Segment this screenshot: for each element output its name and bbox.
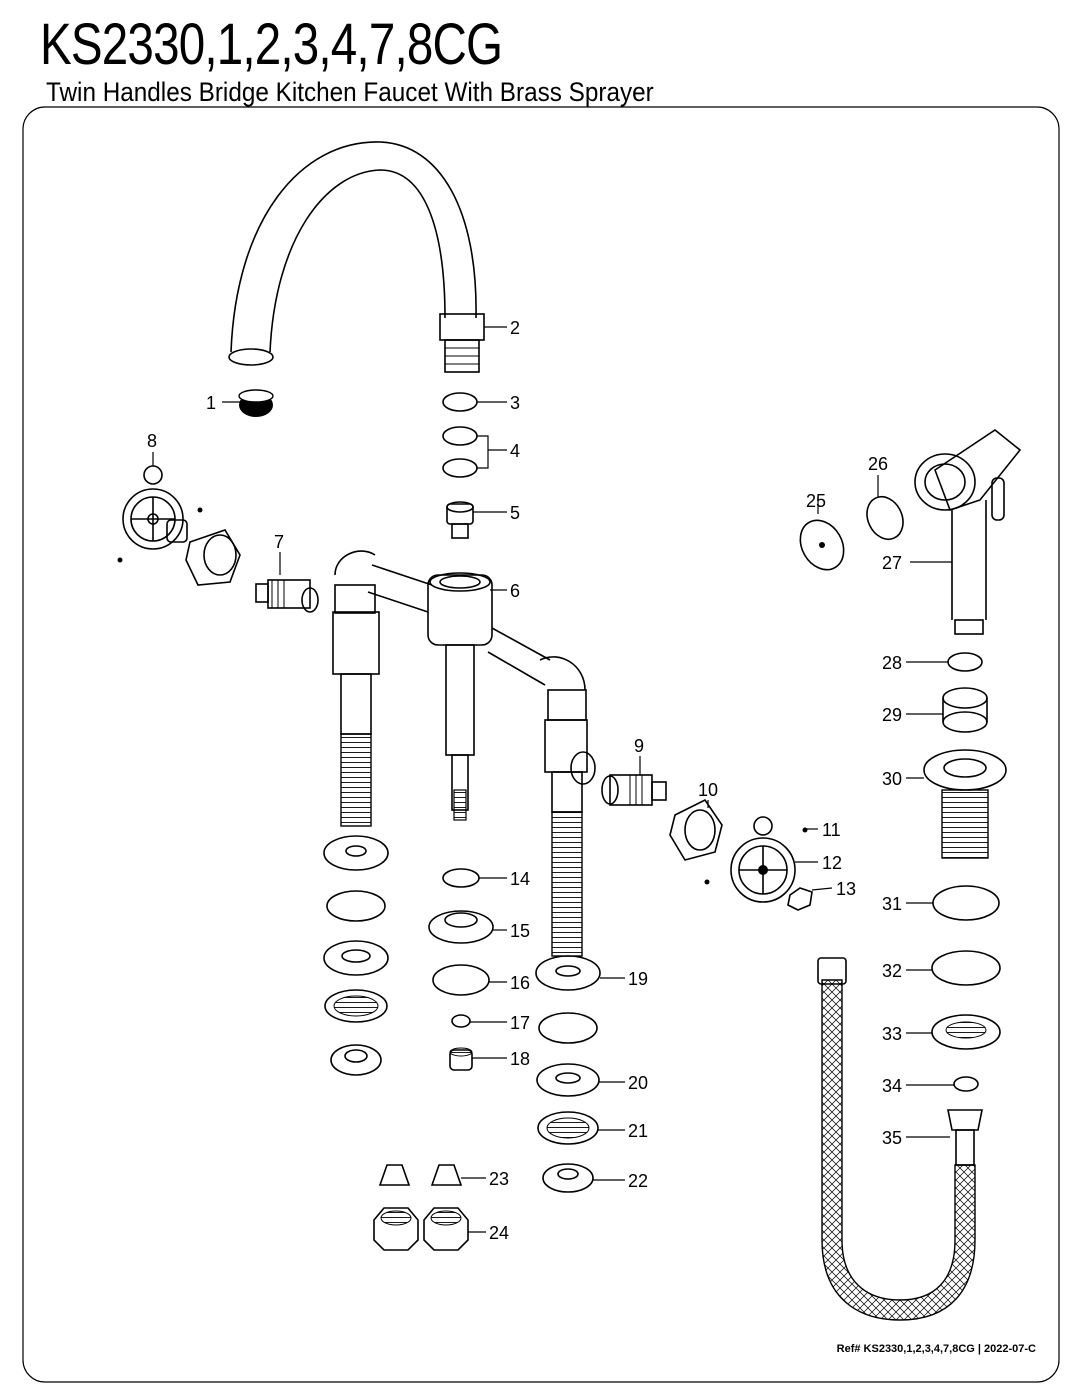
callout-21: 21 bbox=[628, 1121, 648, 1141]
callout-9: 9 bbox=[634, 736, 644, 756]
aerator bbox=[238, 389, 274, 417]
callout-34: 34 bbox=[882, 1076, 902, 1096]
locknut-33 bbox=[931, 1014, 1001, 1050]
callout-4: 4 bbox=[510, 441, 520, 461]
callout-27: 27 bbox=[882, 553, 902, 573]
sprayer-base-30 bbox=[923, 749, 1007, 859]
right-mounting-hardware bbox=[535, 955, 601, 1193]
callout-15: 15 bbox=[510, 921, 530, 941]
callout-17: 17 bbox=[510, 1013, 530, 1033]
callout-24: 24 bbox=[489, 1223, 509, 1243]
callout-19: 19 bbox=[628, 969, 648, 989]
washer-16 bbox=[432, 964, 490, 996]
callout-6: 6 bbox=[510, 581, 520, 601]
callout-16: 16 bbox=[510, 973, 530, 993]
gasket-31 bbox=[932, 885, 1000, 921]
o-ring-3 bbox=[442, 392, 478, 412]
callout-leaders bbox=[152, 326, 954, 1233]
diagram-frame bbox=[22, 106, 1060, 1383]
left-cartridge bbox=[255, 579, 319, 613]
washer-28 bbox=[947, 652, 983, 672]
right-cartridge bbox=[601, 774, 667, 806]
callout-5: 5 bbox=[510, 503, 520, 523]
sprayer-hose bbox=[817, 957, 983, 1321]
callout-28: 28 bbox=[882, 653, 902, 673]
washer-17 bbox=[451, 1014, 471, 1028]
spout-adapter bbox=[446, 501, 474, 539]
callout-25: 25 bbox=[806, 491, 826, 511]
callout-12: 12 bbox=[822, 853, 842, 873]
o-ring-4a bbox=[442, 426, 478, 446]
callout-20: 20 bbox=[628, 1073, 648, 1093]
nut-18 bbox=[449, 1047, 473, 1071]
spout bbox=[228, 141, 485, 373]
compression-nuts bbox=[373, 1207, 469, 1251]
callout-3: 3 bbox=[510, 393, 520, 413]
left-bonnet-nut bbox=[185, 529, 241, 586]
spray-face-25 bbox=[799, 519, 845, 571]
callout-18: 18 bbox=[510, 1049, 530, 1069]
compression-ferrules bbox=[378, 1164, 463, 1186]
left-cross-handle bbox=[117, 465, 203, 563]
o-ring-4b bbox=[442, 458, 478, 478]
product-description: Twin Handles Bridge Kitchen Faucet With … bbox=[46, 77, 654, 107]
callout-31: 31 bbox=[882, 894, 902, 914]
callout-13: 13 bbox=[836, 879, 856, 899]
index-button bbox=[787, 887, 813, 911]
bridge-body bbox=[332, 550, 596, 957]
callout-26: 26 bbox=[868, 454, 888, 474]
callout-8: 8 bbox=[147, 431, 157, 451]
model-title: KS2330,1,2,3,4,7,8CG bbox=[40, 12, 503, 77]
callout-32: 32 bbox=[882, 961, 902, 981]
callout-23: 23 bbox=[489, 1169, 509, 1189]
sleeve-29 bbox=[942, 687, 988, 733]
left-mounting-hardware bbox=[323, 835, 389, 1076]
callout-29: 29 bbox=[882, 705, 902, 725]
callout-numbers: 1 2 3 4 5 6 7 8 9 10 11 12 13 14 15 16 1… bbox=[147, 318, 902, 1243]
callout-10: 10 bbox=[698, 780, 718, 800]
callout-7: 7 bbox=[274, 532, 284, 552]
flange-washer-15 bbox=[428, 910, 494, 944]
callout-35: 35 bbox=[882, 1128, 902, 1148]
washer-34 bbox=[953, 1076, 979, 1092]
callout-22: 22 bbox=[628, 1171, 648, 1191]
callout-2: 2 bbox=[510, 318, 520, 338]
right-bonnet-nut bbox=[669, 798, 723, 861]
sprayer-o-ring-26 bbox=[866, 496, 904, 540]
reference-note: Ref# KS2330,1,2,3,4,7,8CG | 2022-07-C bbox=[836, 1343, 1036, 1355]
washer-32 bbox=[931, 950, 1001, 986]
o-ring-14 bbox=[442, 868, 480, 888]
callout-1: 1 bbox=[206, 393, 216, 413]
callout-30: 30 bbox=[882, 769, 902, 789]
right-cross-handle bbox=[704, 816, 808, 903]
callout-14: 14 bbox=[510, 869, 530, 889]
callout-33: 33 bbox=[882, 1024, 902, 1044]
callout-11: 11 bbox=[822, 820, 841, 840]
side-sprayer bbox=[914, 429, 1022, 635]
